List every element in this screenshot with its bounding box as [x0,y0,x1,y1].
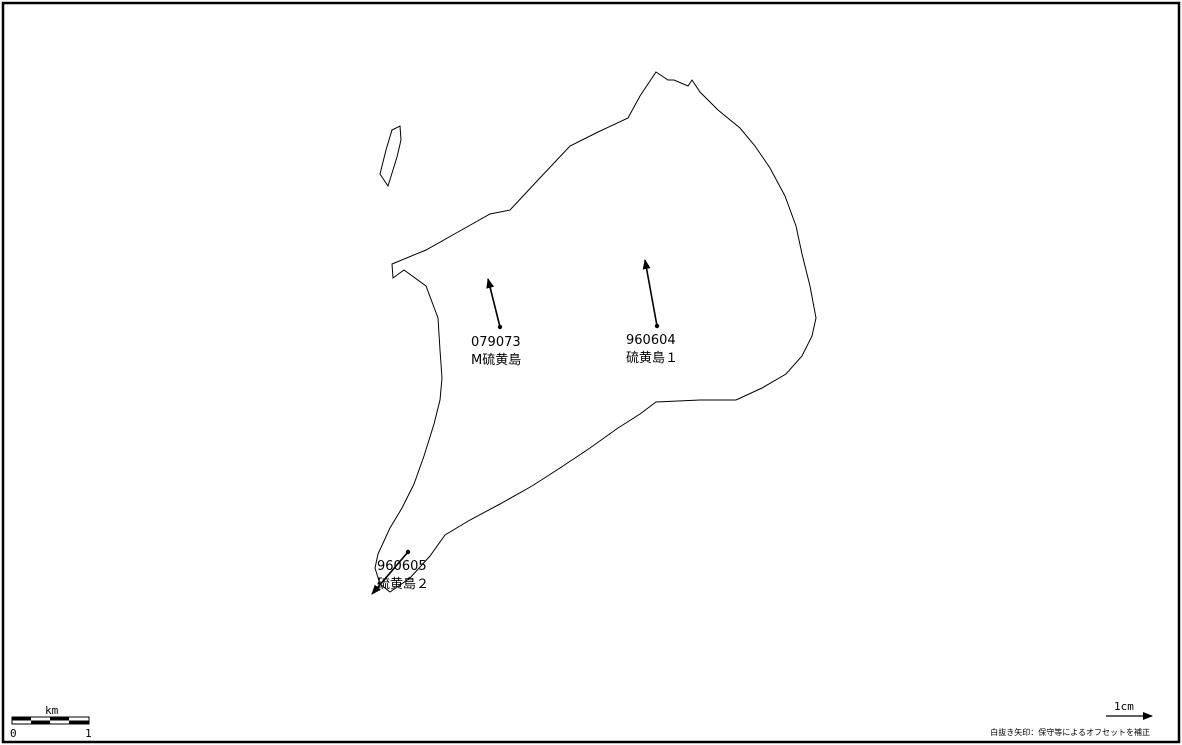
arrow-scale-label: 1cm [1114,700,1134,713]
scale-segment [31,720,50,724]
displacement-arrow [371,551,409,595]
station-name: M硫黄島 [471,353,521,368]
scale-segment [12,717,31,721]
scale-segment [50,717,69,721]
station-960604[interactable]: 960604 硫黄島１ [626,259,678,366]
scale-end-label: 1 [85,727,92,740]
station-code: 960605 [377,559,427,574]
station-marker [497,324,503,330]
offset-note: 白抜き矢印：保守等によるオフセットを補正 [990,727,1150,737]
displacement-arrow [642,259,658,327]
station-name: 硫黄島２ [377,577,429,592]
islet-outline [379,125,402,188]
station-079073[interactable]: 079073 M硫黄島 [471,278,521,368]
station-code: 079073 [471,335,521,350]
scale-bar: km 0 1 [10,704,92,740]
island-coastline [374,71,817,593]
station-marker [654,323,660,329]
station-marker [405,549,411,555]
station-name: 硫黄島１ [626,351,678,366]
station-code: 960604 [626,333,676,348]
arrow-scale-legend: 1cm 白抜き矢印：保守等によるオフセットを補正 [990,700,1153,737]
scale-segment [69,720,89,724]
station-960605[interactable]: 960605 硫黄島２ [371,549,429,595]
scale-start-label: 0 [10,727,17,740]
scale-unit-label: km [45,704,59,717]
displacement-arrow [486,278,501,328]
